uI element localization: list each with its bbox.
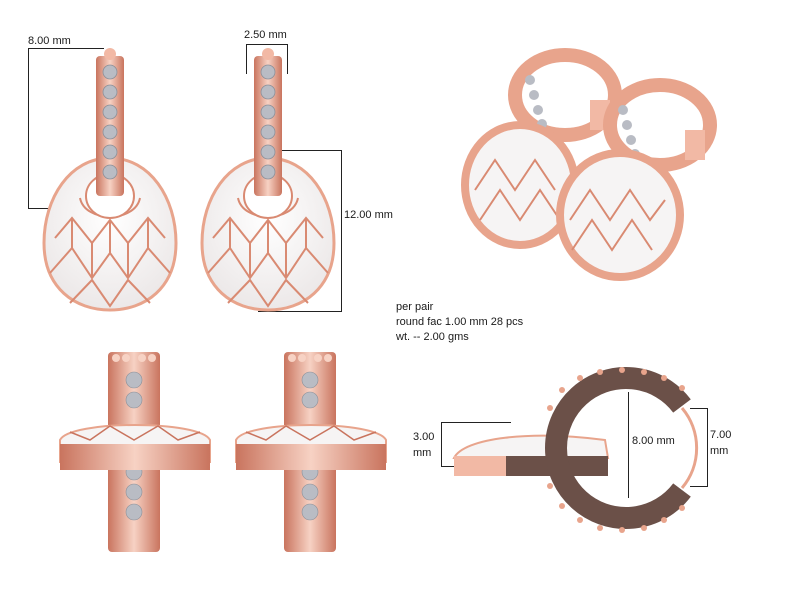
hoop-diameter-label: 8.00 mm	[632, 435, 675, 447]
cross-section-render	[452, 367, 699, 533]
earring-front-render	[42, 48, 178, 312]
width-dimension-label: 8.00 mm	[28, 35, 71, 47]
drop-height-bottom-line	[258, 311, 342, 312]
earring-top-view-right	[235, 352, 387, 552]
specs-per-pair: per pair	[396, 301, 434, 313]
band-width-right-line	[287, 44, 288, 74]
specs-block: per pair round fac 1.00 mm 28 pcs wt. --…	[396, 300, 523, 345]
drop-height-top-line	[276, 150, 342, 151]
thickness-top-line	[441, 422, 511, 423]
thickness-label-value: 3.00	[413, 431, 435, 443]
earring-perspective-front	[556, 78, 717, 281]
specs-stones: round fac 1.00 mm 28 pcs	[396, 316, 524, 328]
opening-vertical-line	[707, 408, 708, 486]
earring-perspective-back	[461, 48, 622, 249]
hoop-diameter-line	[628, 392, 629, 498]
width-dimension-top-line	[28, 48, 104, 49]
band-width-top-line	[246, 44, 287, 45]
width-dimension-vertical-line	[28, 48, 29, 208]
opening-top-line	[690, 408, 708, 409]
band-width-left-line	[246, 44, 247, 74]
drop-height-dimension-label: 12.00 mm	[344, 209, 393, 221]
thickness-vertical-line	[441, 422, 442, 466]
opening-label-value: 7.00	[710, 429, 732, 441]
earrings-perspective-render	[461, 48, 717, 281]
thickness-label-unit: mm	[413, 447, 432, 459]
specs-weight: wt. -- 2.00 gms	[396, 331, 469, 343]
opening-bottom-line	[690, 486, 708, 487]
earring-side-render	[200, 48, 336, 312]
earring-top-view-left	[59, 352, 211, 552]
band-width-dimension-label: 2.50 mm	[244, 29, 287, 41]
drop-height-vertical-line	[341, 150, 342, 312]
opening-label-unit: mm	[710, 445, 729, 457]
